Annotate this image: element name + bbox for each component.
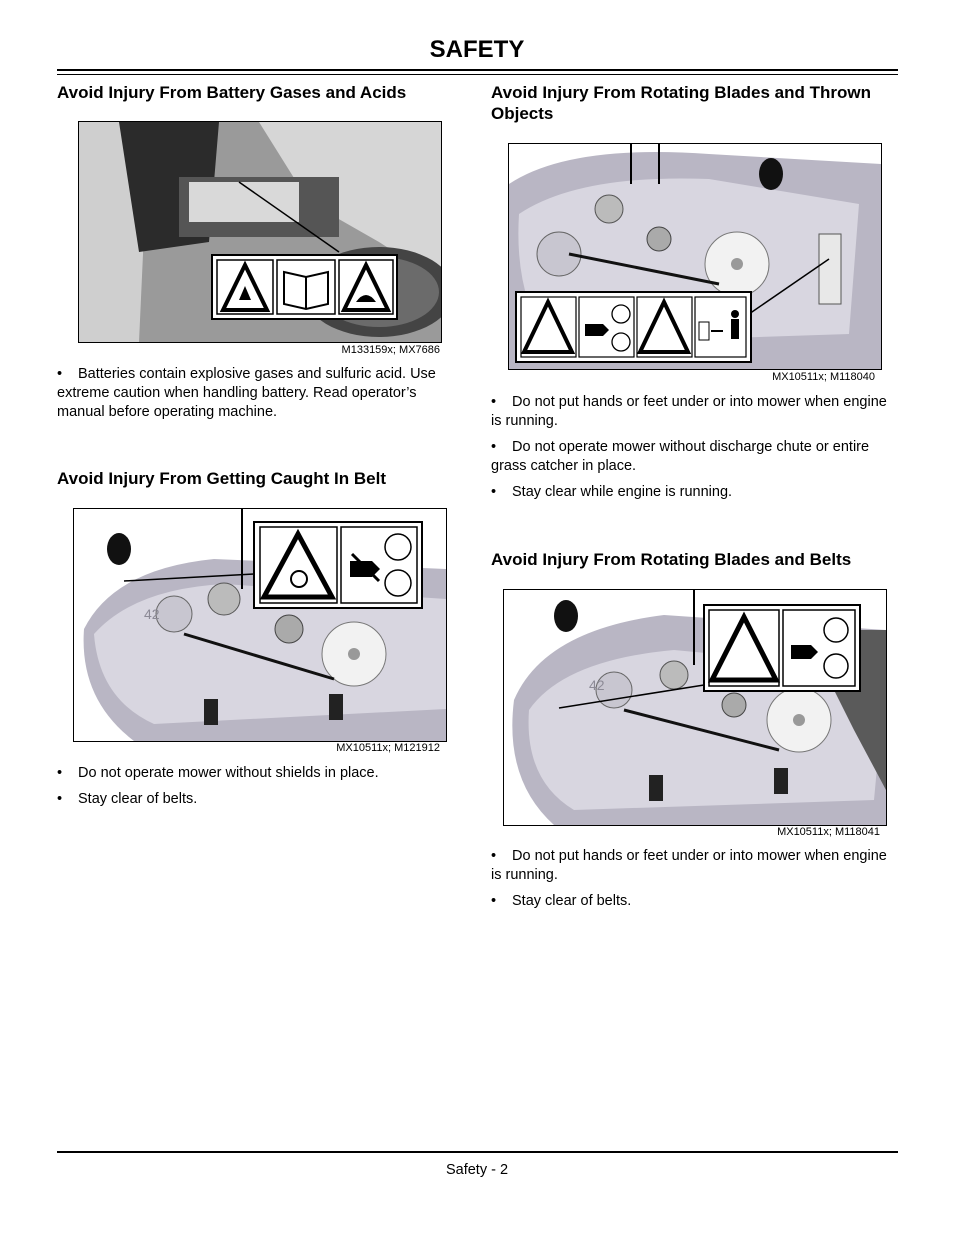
list-item: Batteries contain explosive gases and su…	[57, 365, 467, 422]
deck-number: 42	[589, 677, 605, 693]
list-item: Stay clear of belts.	[57, 790, 467, 809]
bullet-text: Stay clear of belts.	[512, 893, 632, 909]
bullet-text: Stay clear of belts.	[78, 791, 198, 807]
list-item: Do not put hands or feet under or into m…	[491, 393, 901, 431]
footer-rule	[57, 1151, 898, 1153]
bullet-text: Stay clear while engine is running.	[512, 484, 733, 500]
battery-bullet-list: Batteries contain explosive gases and su…	[57, 365, 467, 429]
battery-section-heading: Avoid Injury From Battery Gases and Acid…	[57, 83, 407, 102]
figure-caption: M133159x; MX7686	[341, 344, 440, 356]
battery-warning-figure	[78, 121, 442, 343]
list-item: Stay clear of belts.	[491, 892, 901, 911]
figure-caption: MX10511x; M118041	[777, 826, 880, 838]
list-item: Do not operate mower without discharge c…	[491, 438, 901, 476]
list-item: Stay clear while engine is running.	[491, 483, 901, 502]
bullet-text: Do not operate mower without discharge c…	[491, 439, 870, 474]
list-item: Do not operate mower without shields in …	[57, 764, 467, 783]
figure-caption: MX10511x; M118040	[772, 371, 875, 383]
figure-caption: MX10511x; M121912	[336, 742, 440, 754]
bullet-text: Do not put hands or feet under or into m…	[491, 848, 887, 883]
bullet-text: Do not put hands or feet under or into m…	[491, 394, 887, 429]
page-number: Safety - 2	[445, 1162, 509, 1178]
thrown-objects-bullet-list: Do not put hands or feet under or into m…	[491, 393, 901, 509]
blades-belts-bullet-list: Do not put hands or feet under or into m…	[491, 847, 901, 918]
belt-section-heading: Avoid Injury From Getting Caught In Belt	[57, 469, 386, 488]
bullet-text: Batteries contain explosive gases and su…	[57, 366, 436, 420]
blades-belts-section-heading: Avoid Injury From Rotating Blades and Be…	[491, 550, 852, 569]
header-rule	[57, 69, 898, 71]
blades-belts-warning-figure: 42	[503, 589, 887, 826]
list-item: Do not put hands or feet under or into m…	[491, 847, 901, 885]
belt-bullet-list: Do not operate mower without shields in …	[57, 764, 467, 816]
deck-number: 42	[144, 606, 160, 622]
thrown-objects-warning-figure	[508, 143, 882, 370]
belt-warning-figure: 42	[73, 508, 447, 742]
header-rule-thin	[57, 74, 898, 75]
bullet-text: Do not operate mower without shields in …	[78, 765, 379, 781]
page-title: SAFETY	[429, 36, 525, 63]
thrown-objects-section-heading: Avoid Injury From Rotating Blades and Th…	[491, 83, 871, 123]
